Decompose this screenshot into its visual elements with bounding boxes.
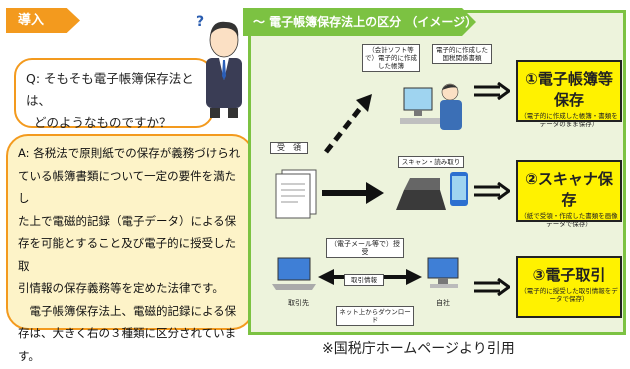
category-title: ③電子取引 [532,266,606,284]
category-box-electronic-books: ①電子帳簿等保存 （電子的に作成した帳簿・書類をデータのまま保存） [516,60,622,128]
label-counterparty: 取引先 [288,299,309,307]
answer-line: 存は、大きく右の３種類に区分されています。 [18,326,237,363]
diagram-header: ～ 電子帳簿保存法上の区分 （イメージ）～ [243,8,476,36]
svg-text:?: ? [196,14,204,30]
answer-bubble: A: 各税法で原則紙での保存が義務づけられ ている帳簿書類について一定の要件を満… [6,134,254,363]
label-trade-info: 取引情報 [344,274,384,286]
category-title: ②スキャナ保存 [525,170,613,209]
dashed-arrow-icon [324,94,372,154]
citation-note: ※国税庁ホームページより引用 [322,341,515,357]
label-email: （電子メール等で）授 受 [326,238,407,258]
double-arrow-icon [474,82,510,100]
answer-line: た上で電磁的記録（電子データ）による保 [18,213,237,228]
category-box-scanner: ②スキャナ保存 （紙で受領・作成した書類を画像データで保存） [516,160,622,228]
question-line: どのようなものですか？ [34,115,172,130]
answer-line: ている帳簿書類について一定の要件を満たし [18,168,237,206]
answer-line: 引情報の保存義務等を定めた法律です。 [18,281,224,295]
label-electronic-documents: 電子的に作成した国税関係書類 [432,44,492,64]
category-desc: （電子的に作成した帳簿・書類をデータのまま保存） [520,112,618,128]
intro-tab: 導入 [6,8,80,33]
paper-documents-icon [275,169,317,219]
desktop-computer-icon [427,257,459,288]
question-bubble: Q: そもそも電子帳簿保存法とは、 どのようなものですか？ [14,58,214,130]
label-own-company: 自社 [436,299,450,307]
label-download: ネット上からダウンロード [336,306,414,326]
label-receipt: 受 領 [270,142,308,154]
question-line: Q: そもそも電子帳簿保存法とは、 [26,71,194,108]
answer-line: 存を可能とすること及び電子的に授受した取 [18,236,237,273]
laptop-icon [272,257,316,290]
double-arrow-icon [474,182,510,200]
category-desc: （電子的に授受した取引情報をデータで保存） [520,287,618,303]
businessman-illustration: ? [196,14,242,118]
office-worker-illustration [400,83,462,130]
category-title: ①電子帳簿等保存 [525,70,613,109]
category-desc: （紙で受領・作成した書類を画像データで保存） [520,212,618,228]
scan-arrow-icon [322,182,384,204]
category-box-electronic-transaction: ③電子取引 （電子的に授受した取引情報をデータで保存） [516,256,622,318]
answer-line: A: 各税法で原則紙での保存が義務づけられ [18,146,241,160]
label-accounting-software: （会計ソフト等で）電子的に作成した帳簿 [362,44,420,72]
scanner-and-phone-icon [396,172,468,210]
answer-line: 電子帳簿保存法上、電磁的記録による保 [18,303,237,318]
double-arrow-icon [474,278,510,296]
label-scan: スキャン・読み取り [398,156,464,168]
